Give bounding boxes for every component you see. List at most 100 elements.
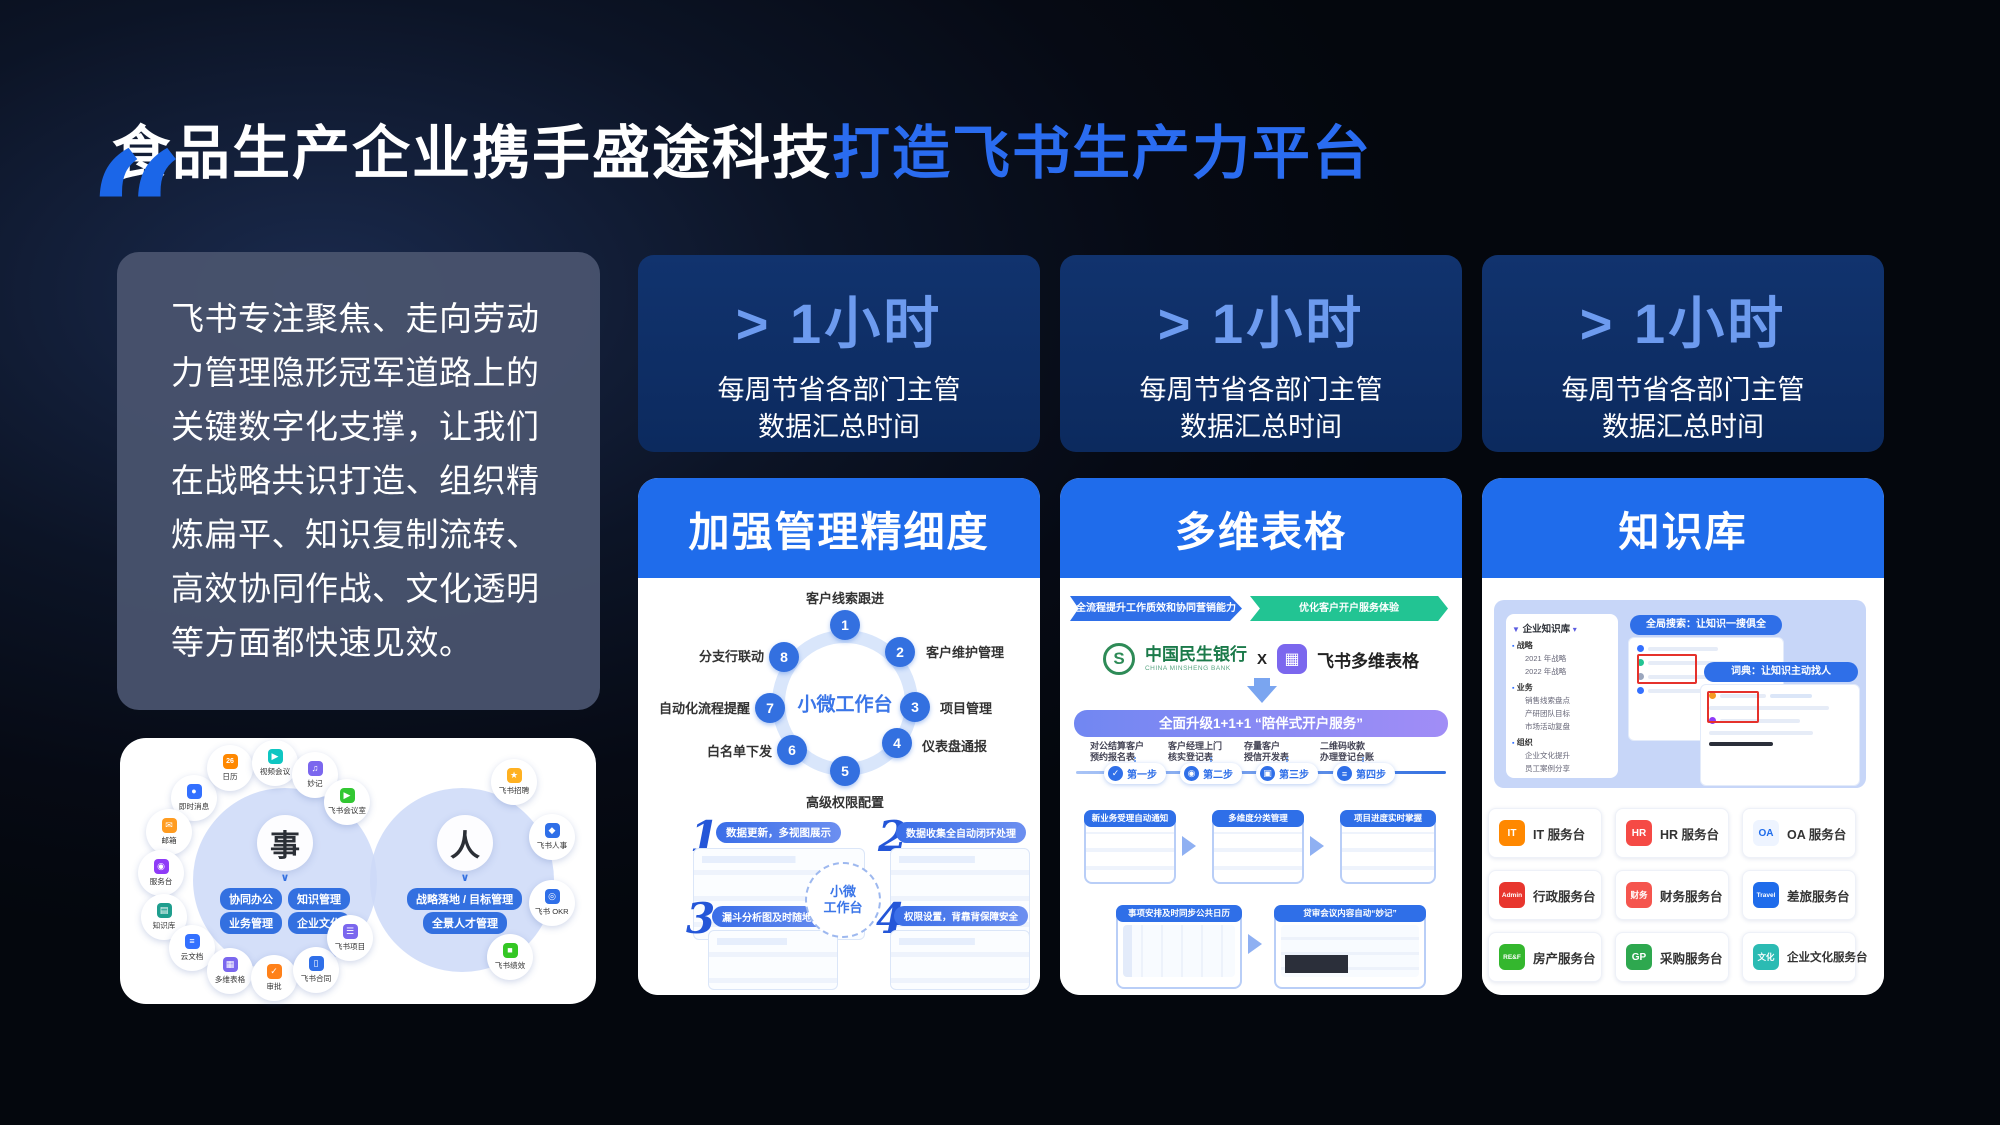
step-top-3: 存量客户授信开发表	[1244, 741, 1316, 763]
panel-wiki-body: ▼ 企业知识库 ▾ ▪ 战略 2021 年战略 2022 年战略 ▪ 业务 销售…	[1482, 578, 1884, 995]
helpdesk-icon: ◉	[153, 859, 169, 874]
step-top-line1: 二维码收款	[1320, 741, 1366, 751]
hr-service-icon: HR	[1626, 820, 1652, 846]
pill: 知识管理	[288, 888, 350, 910]
stat-value: > 1小时	[1579, 292, 1787, 355]
page-title: 食品生产企业携手盛途科技打造飞书生产力平台	[112, 106, 1372, 190]
wiki-section-label: 组织	[1516, 738, 1533, 747]
pill: 协同办公	[220, 888, 282, 910]
finance-service-icon: 财务	[1626, 882, 1652, 908]
result-row	[1637, 659, 1775, 666]
chat-text-bar	[1709, 731, 1813, 735]
cycle-dot-7: 7	[755, 693, 785, 723]
app-helpdesk: ◉服务台	[138, 850, 184, 896]
flow-card-title: 多维度分类管理	[1212, 810, 1304, 827]
base-app-icon: ▦	[1277, 644, 1307, 674]
app-approval: ✓审批	[251, 955, 297, 1001]
bullet-icon: ▪	[1512, 643, 1515, 650]
cycle-label-5: 高级权限配置	[805, 795, 885, 810]
wiki-section: ▪ 战略	[1512, 640, 1612, 651]
cycle-dot-5: 5	[830, 756, 860, 786]
result-text-bar	[1648, 646, 1718, 651]
dictionary-screenshot	[1700, 684, 1860, 786]
project-icon: ☰	[342, 924, 358, 939]
result-text-bar	[1648, 660, 1740, 665]
stat-desc-line2: 数据汇总时间	[1602, 412, 1764, 442]
panel-base-title: 多维表格	[1060, 478, 1462, 578]
cycle-dot-2: 2	[885, 637, 915, 667]
admin-service-icon: Admin	[1499, 882, 1525, 908]
docs-icon: ≡	[184, 934, 200, 949]
cycle-dot-4: 4	[882, 728, 912, 758]
stat-desc: 每周节省各部门主管数据汇总时间	[1482, 372, 1884, 446]
wiki-item: 销售线索盘点	[1525, 695, 1612, 706]
ribbon-green: 优化客户开户服务体验	[1250, 596, 1448, 621]
chat-row	[1709, 717, 1851, 724]
flow-card-title: 项目进度实时掌握	[1340, 810, 1436, 827]
step-pill-2: ◉第二步	[1180, 763, 1242, 784]
wiki-section-label: 业务	[1516, 683, 1533, 692]
step-pill-1: ✓第一步	[1104, 763, 1166, 784]
quote-text: 飞书专注聚焦、走向劳动力管理隐形冠军道路上的关键数字化支撑，让我们在战略共识打造…	[171, 300, 540, 661]
chat-text-bar	[1709, 742, 1773, 746]
things-pills-row1: 协同办公 知识管理	[220, 888, 350, 910]
step-icon: ◉	[1184, 766, 1199, 781]
app-performance: ■飞书绩效	[487, 934, 533, 980]
step-top-line2: 预约报名表	[1090, 752, 1136, 762]
highlight-box	[1707, 691, 1759, 723]
result-row	[1637, 673, 1775, 680]
wiki-item-label: 2022 年战略	[1525, 667, 1567, 676]
cycle-dot-6: 6	[777, 735, 807, 765]
partnership-row: S 中国民生银行 CHINA MINSHENG BANK X ▦ 飞书多维表格	[1080, 634, 1442, 684]
cycle-label-3: 项目管理	[940, 701, 993, 716]
cycle-label-2: 客户维护管理	[926, 645, 1005, 660]
chat-text-bar	[1770, 693, 1812, 698]
chat-row	[1709, 742, 1851, 746]
result-icon	[1637, 645, 1644, 652]
right-arrow-icon	[1310, 836, 1334, 856]
right-arrow-icon	[1248, 934, 1272, 954]
result-text-bar	[1648, 688, 1730, 693]
wiki-item-label: 产研团队目标	[1525, 709, 1570, 718]
app-contract: ▯飞书合同	[293, 947, 339, 993]
calendar-sync-card: 事项安排及时同步公共日历	[1116, 905, 1242, 989]
app-base: ▦多维表格	[207, 948, 253, 994]
result-text-bar	[1648, 674, 1708, 679]
step-top-line2: 授信开发表	[1244, 752, 1290, 762]
step-icon: ▣	[1260, 766, 1275, 781]
stat-desc-line1: 每周节省各部门主管	[1139, 375, 1383, 405]
step-pill-3: ▣第三步	[1256, 763, 1318, 784]
minutes-card: 贷审会议内容自动“妙记”	[1274, 905, 1426, 989]
panel-wiki: 知识库 ▼ 企业知识库 ▾ ▪ 战略 2021 年战略 2022 年战略 ▪ 业…	[1482, 478, 1884, 995]
quote-card: 飞书专注聚焦、走向劳动力管理隐形冠军道路上的关键数字化支撑，让我们在战略共识打造…	[117, 252, 600, 710]
wiki-item-label: 企业文化提升	[1525, 751, 1570, 760]
wiki-icon: ▤	[156, 903, 172, 918]
app-okr: ◎飞书 OKR	[529, 880, 575, 926]
chat-row	[1709, 692, 1851, 699]
panel-management: 加强管理精细度 小微工作台 1 2 3 4 5 6 7 8 客户线索跟进 客户维…	[638, 478, 1040, 995]
chevron-down-icon: ▾	[1572, 625, 1577, 634]
step-top-1: 对公结算客户预约报名表	[1090, 741, 1162, 763]
stat-desc-line2: 数据汇总时间	[1180, 412, 1342, 442]
wiki-item-label: 市场活动复盘	[1525, 722, 1570, 731]
base-icon: ▦	[222, 957, 238, 972]
step-top-line1: 客户经理上门	[1168, 741, 1223, 751]
approval-icon: ✓	[266, 964, 282, 979]
screenshot-placeholder	[708, 930, 838, 990]
wiki-section-label: 战略	[1516, 641, 1533, 650]
procurement-service-icon: GP	[1626, 944, 1652, 970]
result-row	[1637, 687, 1775, 694]
hire-icon: ★	[506, 768, 522, 783]
down-arrow-icon	[1254, 678, 1270, 688]
step-top-4: 二维码收款办理登记台账	[1320, 741, 1392, 763]
cycle-label-7: 自动化流程提醒	[658, 701, 750, 716]
knowledge-base-preview: ▼ 企业知识库 ▾ ▪ 战略 2021 年战略 2022 年战略 ▪ 业务 销售…	[1494, 600, 1866, 788]
bottom-card-title: 事项安排及时同步公共日历	[1116, 905, 1242, 922]
people-char: 人	[450, 830, 480, 863]
dictionary-banner: 词典：让知识主动找人	[1704, 662, 1858, 682]
down-arrow-icon	[1247, 686, 1277, 718]
flow-card-title: 新业务受理自动通知	[1084, 810, 1176, 827]
